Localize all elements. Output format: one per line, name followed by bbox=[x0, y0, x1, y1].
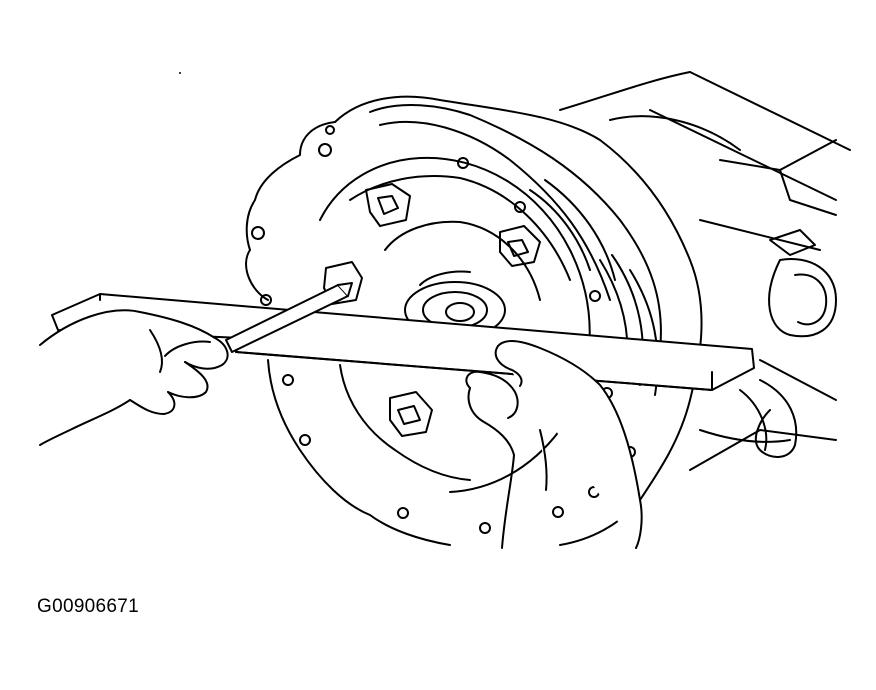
torque-converter bbox=[319, 156, 591, 493]
figure-id-label: G00906671 bbox=[37, 596, 140, 617]
converter-drive-lugs bbox=[323, 183, 541, 437]
left-hand bbox=[39, 309, 229, 446]
right-hand bbox=[465, 340, 643, 549]
transmission-case bbox=[559, 71, 851, 471]
speck bbox=[179, 72, 181, 74]
feeler-gauge bbox=[225, 282, 353, 353]
